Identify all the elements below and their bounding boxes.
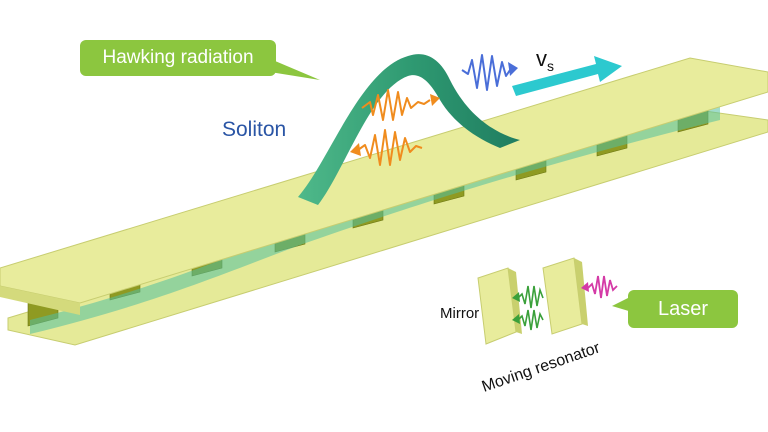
mirror-label: Mirror <box>440 305 479 322</box>
velocity-arrow <box>512 56 622 96</box>
waveguide-top-rail <box>0 57 768 304</box>
callout-pointer <box>268 58 320 80</box>
waveguide-top-rail-front <box>0 286 80 315</box>
mirror-plate <box>477 267 522 345</box>
laser-callout: Laser <box>628 290 738 328</box>
hawking-radiation-label: Hawking radiation <box>102 47 254 68</box>
green-wave-1 <box>517 285 544 309</box>
green-arrowhead-2 <box>512 314 520 324</box>
velocity-main: v <box>536 46 547 71</box>
velocity-label: vs <box>536 46 554 74</box>
soliton-shadow <box>30 105 720 334</box>
green-wave-2 <box>517 309 544 331</box>
orange-arrowhead-1 <box>430 94 440 106</box>
moving-resonator-plate <box>542 257 588 335</box>
moving-resonator-label: Moving resonator <box>480 339 603 396</box>
magenta-wave <box>587 275 618 299</box>
laser-label: Laser <box>657 297 709 320</box>
green-arrowhead-1 <box>512 292 520 302</box>
laser-callout-pointer <box>612 296 632 312</box>
blue-wave <box>461 54 511 91</box>
soliton-ribbon <box>298 54 520 206</box>
hawking-radiation-callout: Hawking radiation <box>80 40 276 76</box>
blue-arrowhead <box>508 62 518 76</box>
orange-wave-2 <box>357 129 423 166</box>
soliton-label: Soliton <box>222 118 286 141</box>
magenta-arrowhead <box>581 282 589 292</box>
orange-wave-1 <box>361 89 431 121</box>
velocity-subscript: s <box>547 58 554 74</box>
orange-arrowhead-2 <box>350 143 361 156</box>
